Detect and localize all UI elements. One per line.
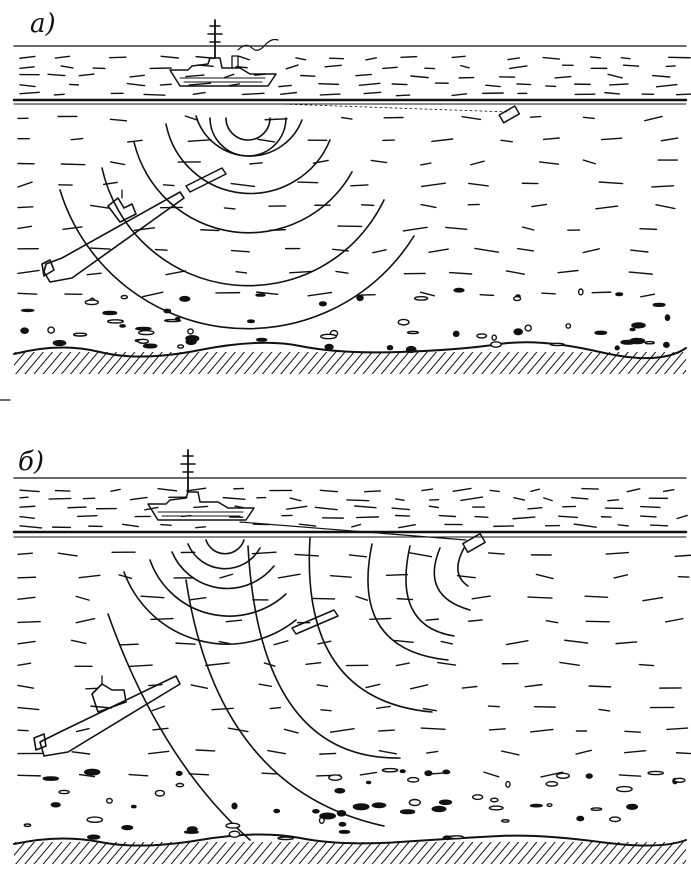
submarine-a bbox=[41, 189, 185, 283]
torpedo-a bbox=[185, 167, 227, 193]
panel-b: б) bbox=[12, 447, 691, 864]
ship-sonar-waves-b bbox=[123, 539, 297, 645]
panel-b-label: б) bbox=[18, 447, 44, 477]
towed-sonar-body-b bbox=[239, 521, 486, 554]
warship-b bbox=[147, 449, 255, 521]
seabed-a bbox=[13, 287, 687, 374]
water-dashes-a bbox=[17, 115, 679, 298]
torpedo-b bbox=[291, 609, 339, 635]
surface-waves-a bbox=[19, 55, 691, 97]
panel-a-label: а) bbox=[30, 9, 56, 39]
panel-a: а) bbox=[12, 9, 691, 374]
surface-waves-b bbox=[19, 487, 688, 529]
submarine-b bbox=[33, 675, 181, 757]
towed-sonar-waves-b bbox=[107, 537, 471, 841]
sonar-waves-a bbox=[59, 115, 415, 330]
water-dashes-b bbox=[17, 551, 691, 778]
towed-sonar-body-a bbox=[279, 103, 521, 124]
seabed-b bbox=[13, 767, 687, 864]
warship-a bbox=[169, 19, 279, 87]
